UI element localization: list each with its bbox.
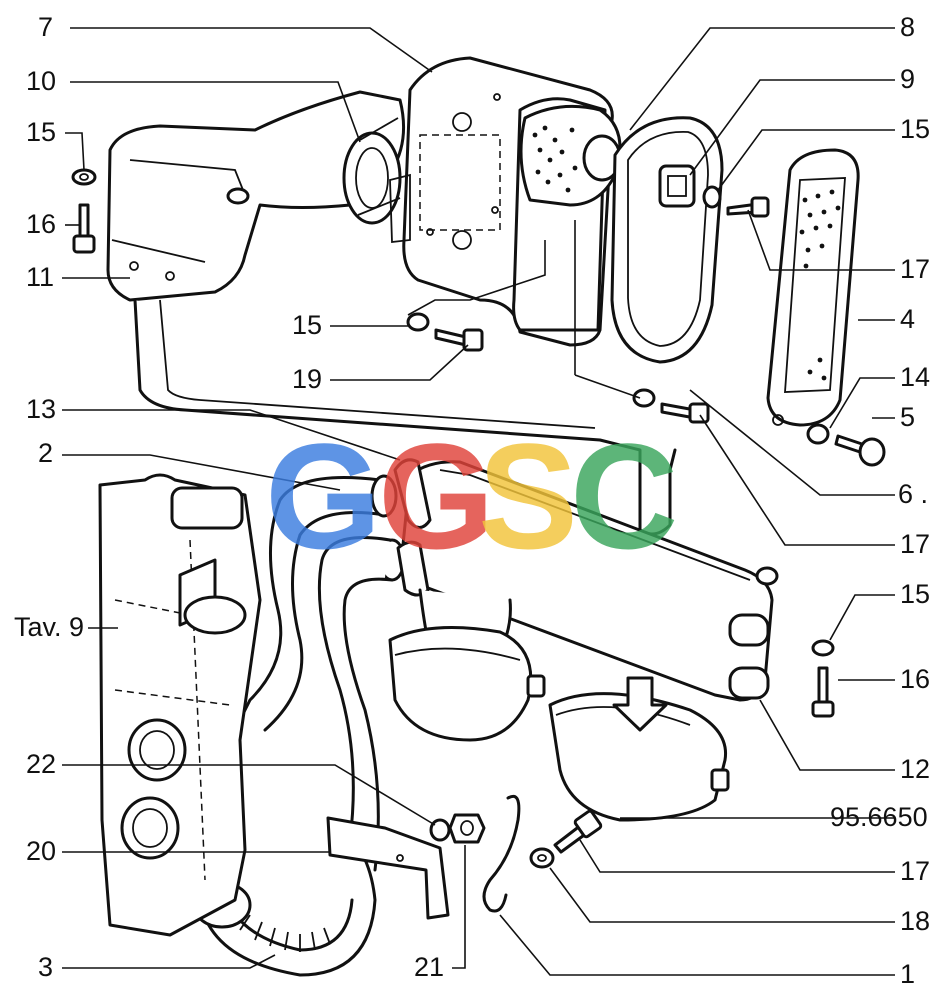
callout-2: 2 [38, 438, 53, 468]
center-clamp [658, 164, 696, 208]
connecting-strip [133, 298, 677, 536]
callout-4: 4 [900, 304, 915, 334]
callout-labels: 7 8 10 9 15 15 16 11 17 4 15 19 14 13 5 … [14, 12, 930, 989]
callout-21: 21 [414, 952, 444, 982]
callout-15-upper-right: 15 [900, 114, 930, 144]
upper-hoses [238, 474, 406, 872]
outlet-bowl [388, 588, 730, 822]
manifold-box [393, 458, 779, 702]
callout-17-middle: 17 [900, 529, 930, 559]
watermark-letter-2: G [378, 412, 495, 580]
callout-17-lower: 17 [900, 856, 930, 886]
callout-15-middle: 15 [292, 310, 322, 340]
callout-6: 6 . [898, 479, 928, 509]
callout-15-lower: 15 [900, 579, 930, 609]
callout-15-upper-left: 15 [26, 117, 56, 147]
callout-11: 11 [26, 262, 54, 292]
callout-22: 22 [26, 749, 56, 779]
callout-7: 7 [38, 12, 53, 42]
watermark-letter-4: C [570, 412, 678, 580]
bracket [326, 816, 450, 920]
callout-3: 3 [38, 952, 53, 982]
engine-block [98, 473, 262, 937]
filter-element [519, 104, 622, 207]
callout-19: 19 [292, 364, 322, 394]
callout-8: 8 [900, 12, 915, 42]
callout-16-upper: 16 [26, 209, 56, 239]
part-drawings [71, 56, 886, 977]
callout-9: 9 [900, 64, 915, 94]
callout-1: 1 [900, 959, 915, 989]
callout-5: 5 [900, 402, 915, 432]
watermark: G G S C [265, 412, 678, 580]
nut-and-clip [429, 794, 521, 913]
watermark-letter-1: G [265, 412, 382, 580]
leader-lines [62, 27, 895, 976]
callout-18: 18 [900, 906, 930, 936]
callout-16-lower: 16 [900, 664, 930, 694]
callout-17-upper: 17 [900, 254, 930, 284]
callout-20: 20 [26, 836, 56, 866]
callout-tav-9: Tav. 9 [14, 612, 84, 642]
callout-13: 13 [26, 394, 56, 424]
callout-reference-95-6650: 95.6650 [830, 802, 928, 832]
fasteners [71, 168, 886, 869]
callout-10: 10 [26, 66, 56, 96]
callout-12: 12 [900, 754, 930, 784]
callout-14: 14 [900, 362, 930, 392]
cover-plate [766, 148, 860, 427]
watermark-letter-3: S [478, 412, 578, 580]
